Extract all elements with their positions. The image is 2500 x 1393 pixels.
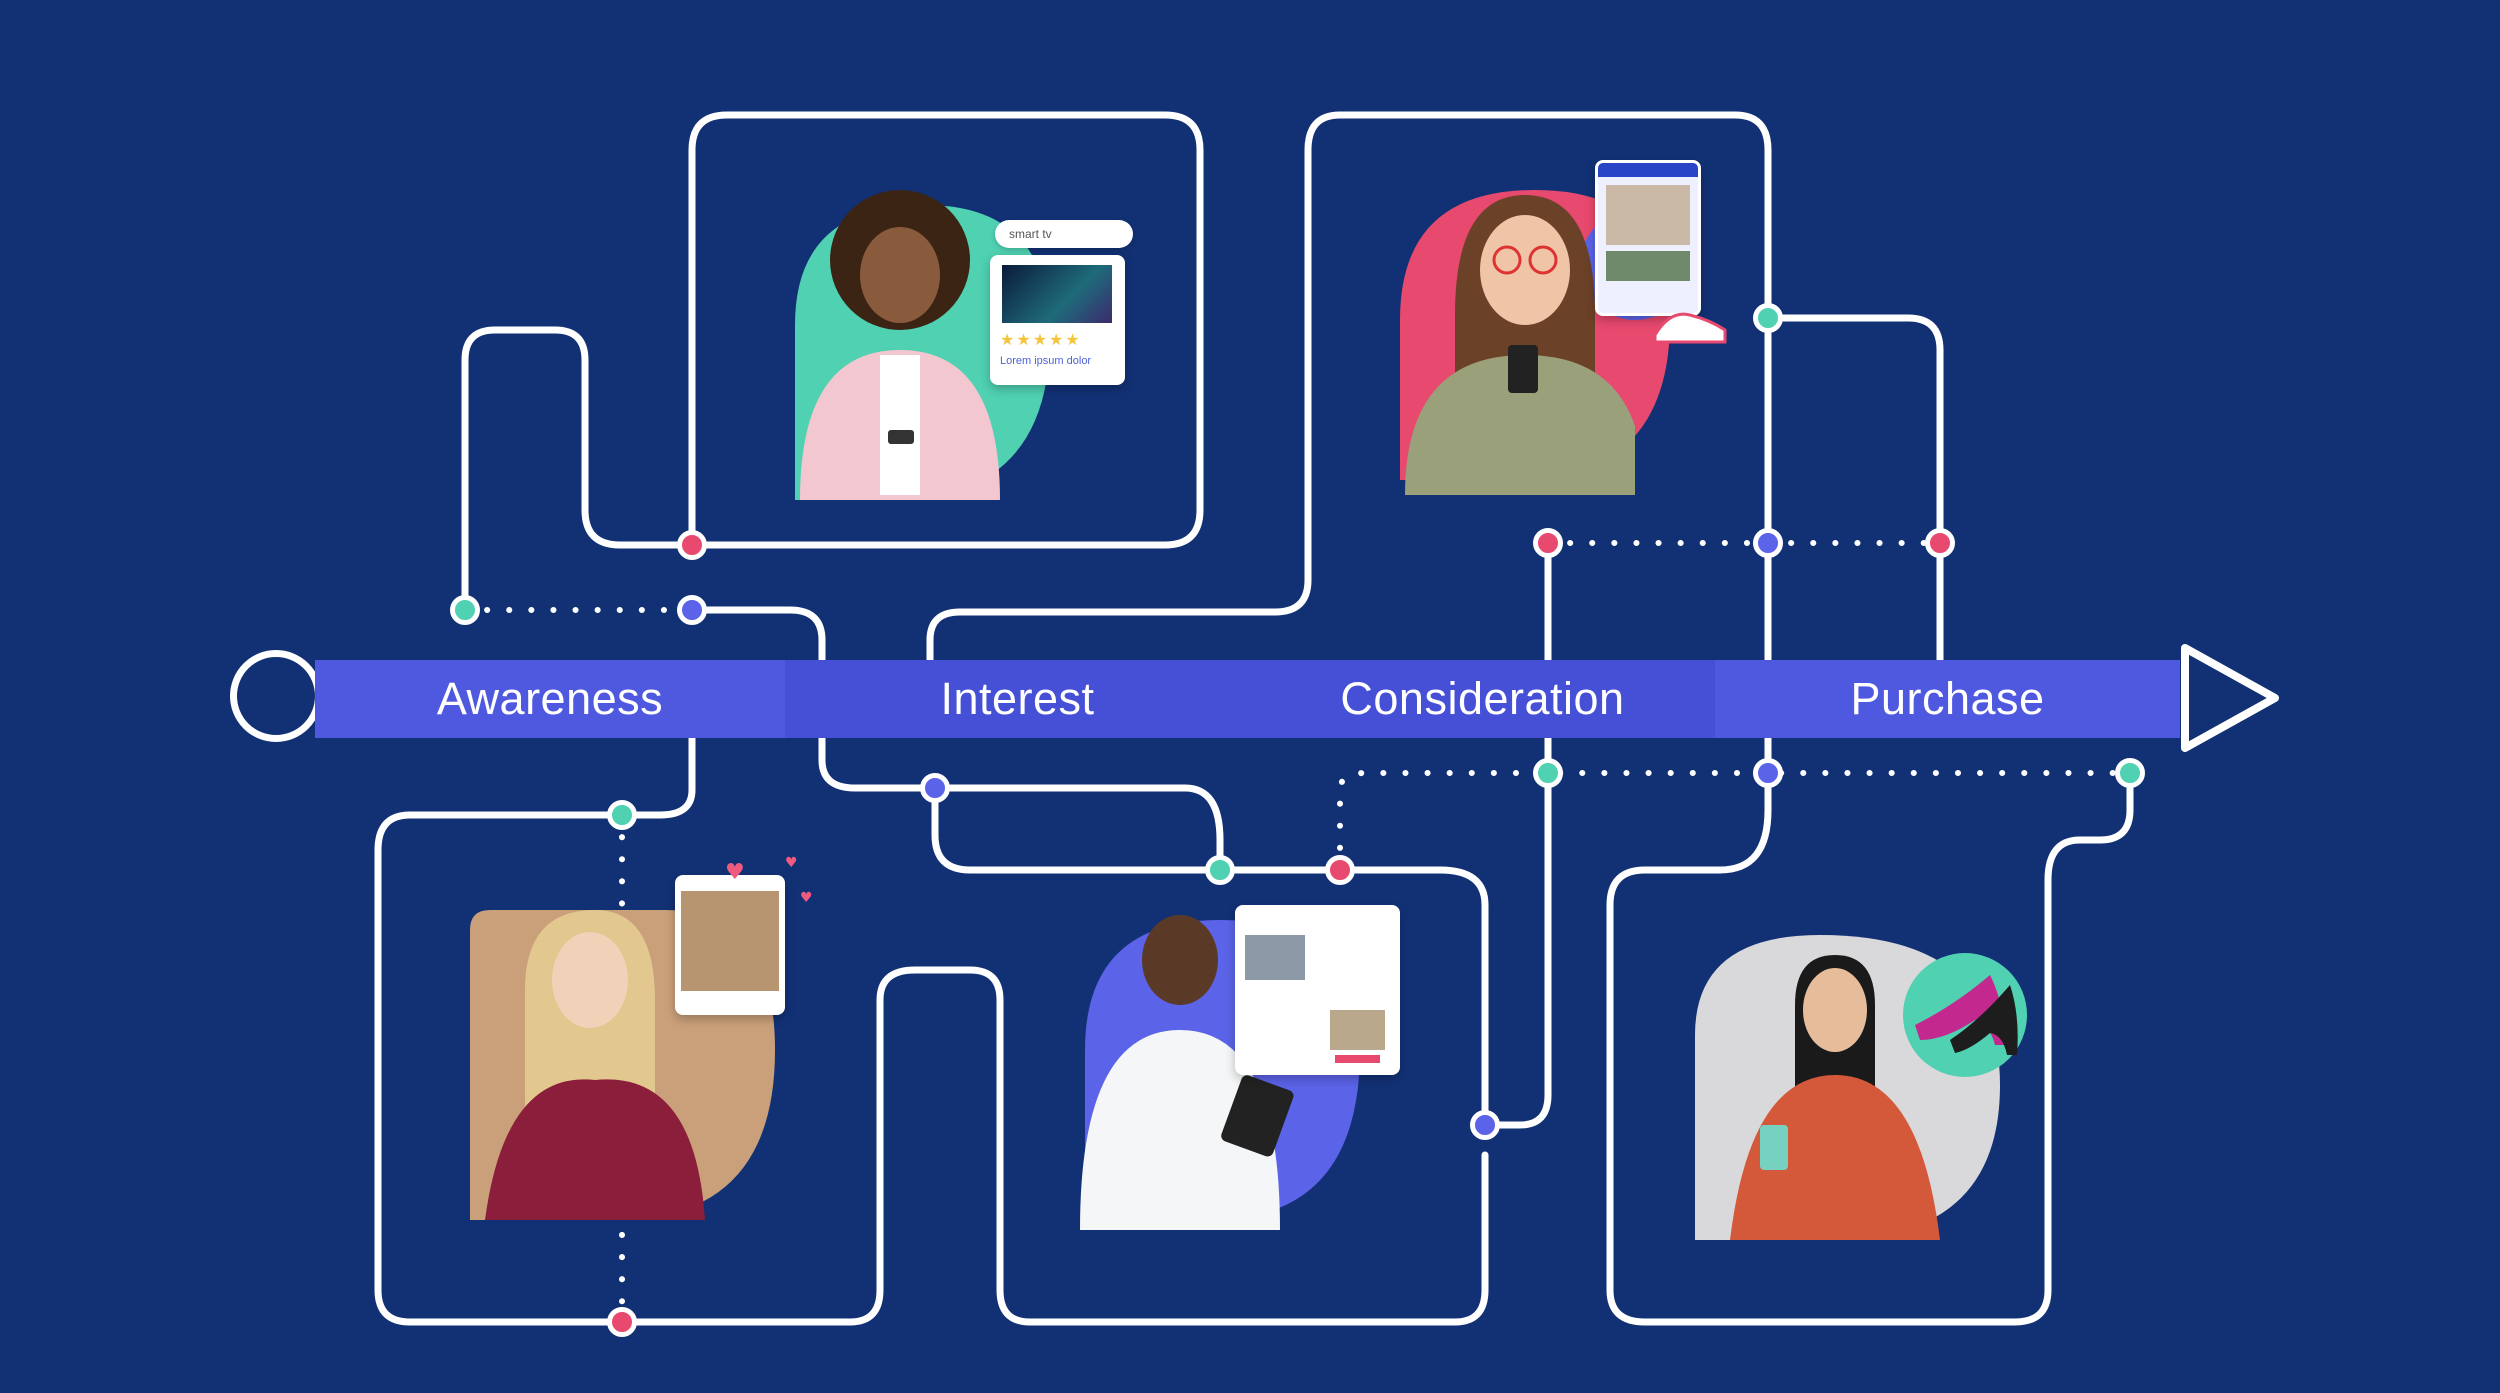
- node-blue: [1753, 528, 1783, 558]
- awareness-search-scene: smart tv ★★★★★ Lorem ipsum dolor: [760, 170, 1140, 500]
- dotted-link-3: [1337, 770, 2133, 873]
- node-teal: [450, 595, 480, 625]
- node-teal: [607, 800, 637, 830]
- node-pink: [1925, 528, 1955, 558]
- route-left-loop: [461, 326, 696, 614]
- card-caption: Lorem ipsum dolor: [1000, 355, 1092, 367]
- route-top-box-2: [926, 111, 2134, 1326]
- node-pink: [677, 530, 707, 560]
- man-photo: [1080, 915, 1294, 1230]
- stage-label: Purchase: [1850, 673, 2045, 724]
- node-teal: [2115, 758, 2145, 788]
- node-blue: [920, 773, 950, 803]
- node-teal: [1753, 303, 1783, 333]
- stage-awareness: Awareness: [315, 660, 785, 738]
- stage-label: Interest: [940, 673, 1095, 724]
- node-pink: [1533, 528, 1563, 558]
- heart-icon: ♥: [800, 890, 813, 906]
- route-interest-box: [931, 784, 1224, 874]
- start-circle-icon: [230, 650, 322, 742]
- heart-icon: ♥: [785, 855, 798, 871]
- route-consideration-lower: [1216, 866, 1489, 1124]
- purchase-scene: [1690, 915, 2030, 1245]
- social-post-card: [675, 875, 785, 1015]
- interest-tablet-scene: [1080, 900, 1410, 1230]
- route-awareness-connector: [688, 606, 826, 664]
- stage-purchase: Purchase: [1715, 660, 2180, 738]
- woman-photo: [800, 190, 1000, 500]
- phone-mockup: [1595, 160, 1701, 316]
- play-arrow-icon: [2181, 644, 2279, 752]
- heart-icon: ♥: [725, 860, 745, 885]
- stage-label: Consideration: [1340, 673, 1625, 724]
- node-pink: [1325, 855, 1355, 885]
- stage-label: Awareness: [436, 673, 664, 724]
- tv-image: [1002, 265, 1112, 323]
- store-blob: [1695, 935, 2000, 1240]
- route-top-box-1: [688, 111, 1204, 549]
- node-blue: [677, 595, 707, 625]
- node-teal: [1533, 758, 1563, 788]
- stage-interest: Interest: [785, 660, 1250, 738]
- search-text: smart tv: [1009, 227, 1052, 241]
- route-interest-lower: [818, 734, 939, 792]
- awareness-social-scene: ♥ ♥ ♥: [465, 855, 813, 1230]
- route-consideration-right: [1481, 734, 1552, 1129]
- sneaker-icon: [1653, 312, 1727, 344]
- route-bottom-left: [374, 734, 1489, 1326]
- woman-photo: [1405, 195, 1635, 495]
- product-listing-card: [1235, 905, 1400, 1075]
- node-pink: [607, 1307, 637, 1337]
- search-input: smart tv: [995, 220, 1133, 248]
- node-blue: [1470, 1110, 1500, 1140]
- stage-consideration: Consideration: [1250, 660, 1715, 738]
- node-teal: [1205, 855, 1235, 885]
- route-purchase-loop: [1764, 314, 1944, 664]
- rating-stars: ★★★★★: [1000, 330, 1082, 349]
- node-blue: [1753, 758, 1783, 788]
- high-heels-icon: [1903, 953, 2027, 1077]
- consideration-phone-scene: [1395, 160, 1745, 495]
- product-card: ★★★★★ Lorem ipsum dolor: [990, 255, 1125, 385]
